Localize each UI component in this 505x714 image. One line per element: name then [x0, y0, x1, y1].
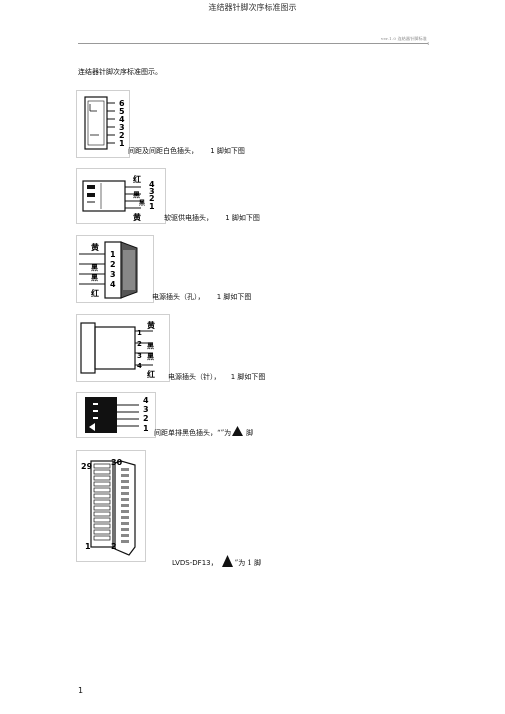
pin-label: 1: [119, 139, 125, 148]
caption-power-plug: 电源插头（针）， 1 脚如下图: [168, 372, 265, 382]
pin-label: 2: [110, 260, 116, 269]
figure-power-plug: 1 黄 2 黑 3 黑 4 红: [76, 314, 170, 382]
pin-label: 2: [137, 340, 142, 348]
pin-label: 2: [111, 542, 117, 551]
pin-label: 3: [149, 187, 155, 196]
pin-note: 1 脚如下图: [230, 373, 266, 381]
pin-label: 3: [143, 405, 149, 414]
pin-label: 1: [143, 424, 149, 433]
caption-floppy-power: 软驱供电插头， 1 脚如下图: [164, 213, 260, 223]
pin-label: 2: [119, 131, 125, 140]
pin-label: 4: [137, 362, 142, 370]
caption-text: 电源插头（孔），: [152, 293, 205, 301]
pin-label: 3: [137, 352, 142, 360]
caption-text: 电源插头（针），: [168, 373, 221, 381]
pin-label: 1: [110, 250, 116, 259]
pin-label: 5: [119, 107, 125, 116]
figure-lvds-df13: 29 30 1 2: [76, 450, 146, 562]
pin-label: 4: [149, 180, 155, 189]
caption-text: 软驱供电插头，: [164, 214, 213, 222]
pin-label: 3: [110, 270, 116, 279]
pin-label: 6: [119, 99, 125, 108]
pin-note: 1 脚如下图: [225, 214, 260, 222]
wire-color-label: 黑: [91, 263, 98, 272]
pin-label: 3: [119, 123, 125, 132]
caption-power-socket: 电源插头（孔）， 1 脚如下图: [152, 292, 251, 302]
figure-power-socket: 黄 1 2 黑 3 黑 4 红: [76, 235, 154, 303]
white-plug-diagram: 6 5 4 3 2 1: [84, 96, 125, 150]
page-number: 1: [78, 686, 84, 695]
caption-lvds-df13: LVDS-DF13， ”为 1 脚: [172, 555, 261, 568]
pin-label: 1: [137, 329, 142, 337]
pin-label: 1: [85, 542, 91, 551]
intro-text: 连结器针脚次序标准图示。: [78, 68, 162, 76]
document-title: 连结器针脚次序标准图示: [208, 3, 297, 12]
caption-black-single-row: 间距单排黑色插头，“”为 脚: [154, 426, 253, 438]
pin-label: 4: [110, 280, 116, 289]
figure-black-single-row: 4 3 2 1: [76, 392, 156, 438]
wire-color-label: 红: [91, 288, 99, 298]
pin-label: 30: [111, 458, 123, 467]
wire-color-label: 黑: [147, 352, 154, 361]
wire-color-label: 黑: [147, 341, 154, 350]
header-page-tick: 1: [427, 41, 430, 46]
pin-label: 2: [149, 194, 155, 203]
floppy-power-diagram: 红 4 3 黑 2 黑 1 黄: [82, 174, 155, 222]
pin-note: 脚: [246, 429, 254, 437]
wire-color-label: 黑: [91, 273, 98, 282]
pin-one-triangle-icon: [232, 426, 244, 436]
figure-white-plug: 6 5 4 3 2 1: [76, 90, 130, 158]
lvds-df13-diagram: 29 30 1 2: [81, 458, 136, 556]
caption-text: LVDS-DF13，: [172, 559, 218, 567]
wire-color-label: 红: [147, 369, 155, 379]
pin-label: 29: [81, 462, 93, 471]
running-header: ver.1.0 连结器针脚标准: [380, 36, 427, 41]
caption-white-plug: 间距及间距白色插头， 1 脚如下图: [128, 146, 245, 156]
pin-label: 2: [143, 414, 149, 423]
wire-color-label: 黄: [91, 242, 99, 252]
black-single-row-diagram: 4 3 2 1: [85, 396, 149, 433]
caption-text: 间距及间距白色插头，: [128, 147, 198, 155]
pin-note: 1 脚如下图: [210, 147, 245, 155]
wire-color-label: 黄: [133, 212, 141, 222]
figure-floppy-power: 红 4 3 黑 2 黑 1 黄: [76, 168, 166, 224]
pin-label: 4: [143, 396, 149, 405]
pin-note: 1 脚如下图: [216, 293, 252, 301]
wire-color-label: 黑: [139, 199, 145, 207]
caption-suffix: ”为 1 脚: [234, 559, 262, 567]
caption-text: 间距单排黑色插头，“”为: [154, 429, 232, 437]
wire-color-label: 黑: [133, 190, 140, 199]
power-plug-diagram: 1 黄 2 黑 3 黑 4 红: [80, 320, 155, 379]
wire-color-label: 红: [133, 174, 141, 184]
pin-label: 4: [119, 115, 125, 124]
header-rule: [78, 43, 428, 44]
power-socket-diagram: 黄 1 2 黑 3 黑 4 红: [79, 241, 138, 299]
pin-label: 1: [149, 202, 155, 211]
wire-color-label: 黄: [147, 320, 155, 330]
pin-one-triangle-icon: [221, 555, 233, 567]
